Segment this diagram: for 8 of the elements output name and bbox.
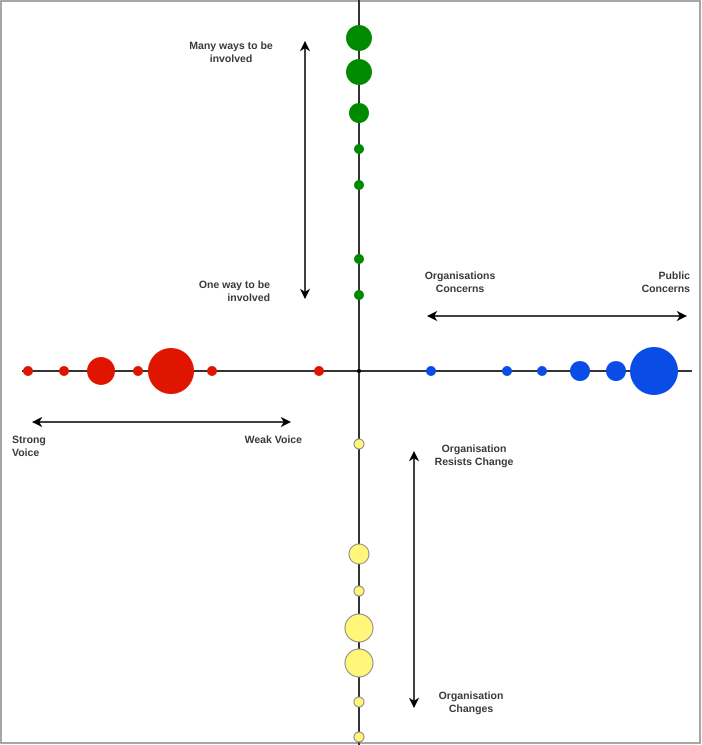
axis-label: Public Concerns <box>640 270 690 296</box>
axis-label: Weak Voice <box>244 434 302 447</box>
axis-label: Organisation Changes <box>438 690 504 716</box>
axis-label: Organisations Concerns <box>424 270 496 296</box>
axis-label: Strong Voice <box>12 434 47 460</box>
axis-label: One way to be involved <box>198 279 270 305</box>
axis-label: Many ways to be involved <box>188 40 274 66</box>
axis-label: Organisation Resists Change <box>434 443 514 469</box>
